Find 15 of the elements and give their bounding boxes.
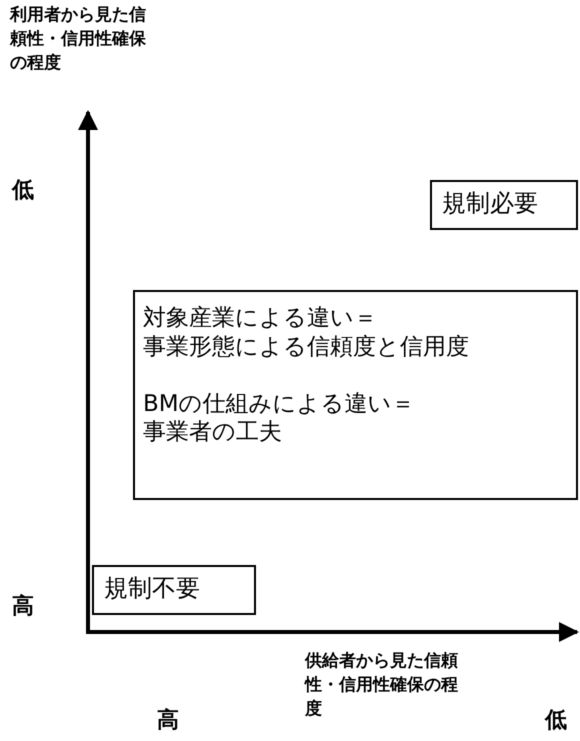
box-text: 事業者の工夫 (143, 418, 283, 447)
region-box (430, 180, 578, 230)
axis-title: 供給者から見た信頼性・信用性確保の程度 (305, 650, 459, 721)
box-text: 規制不要 (104, 573, 201, 603)
axis-title: 利用者から見た信頼性・信用性確保の程度 (10, 4, 147, 75)
axis-end-label: 高 (12, 592, 34, 621)
box-text: BMの仕組みによる違い＝ (143, 390, 416, 418)
region-box (133, 290, 578, 500)
axis-end-label: 低 (545, 707, 567, 735)
box-text: 対象産業による違い＝ (143, 304, 378, 333)
axis-end-label: 低 (12, 177, 34, 205)
axis-end-label: 高 (157, 706, 179, 735)
region-box (92, 565, 256, 615)
box-text: 規制必要 (442, 188, 539, 218)
box-text: 事業形態による信頼度と信用度 (143, 332, 470, 362)
